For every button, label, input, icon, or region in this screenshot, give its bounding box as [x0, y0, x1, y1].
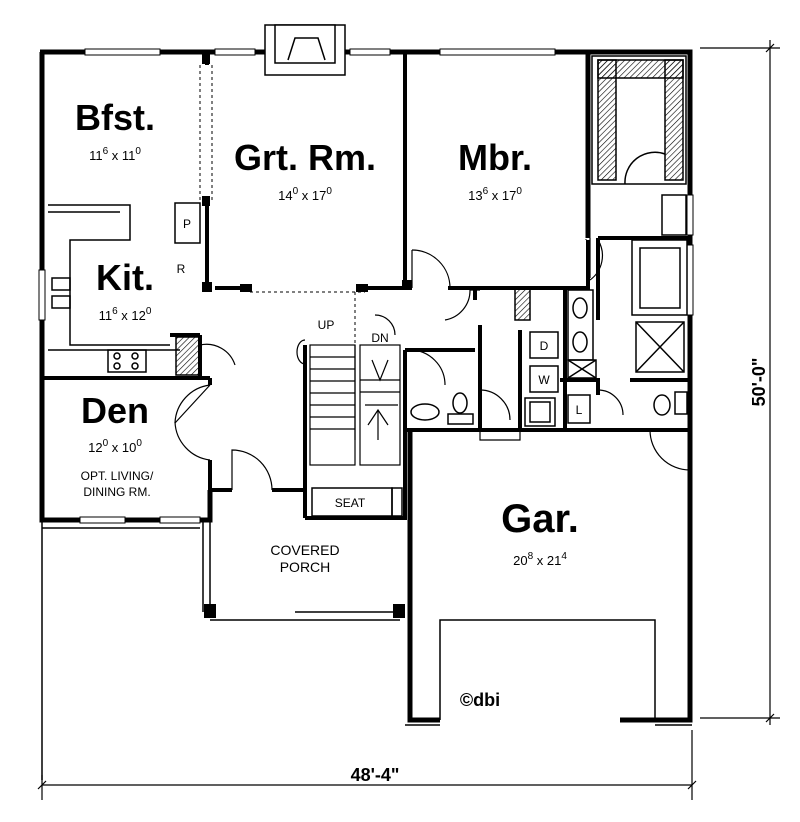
stair-down-label: DN	[371, 331, 388, 345]
door-swings	[174, 238, 691, 491]
pantry-label: P	[183, 217, 191, 231]
misc-labels: COVERED PORCH SEAT UP DN P R D W L ©dbi …	[177, 217, 769, 785]
den-note-line1: OPT. LIVING/	[81, 469, 154, 483]
copyright-label: ©dbi	[460, 690, 500, 710]
room-dim-kit: 116 x 120	[99, 306, 152, 323]
porch-label-line1: COVERED	[270, 542, 339, 558]
windows	[38, 48, 694, 524]
porch-label-line2: PORCH	[280, 559, 331, 575]
room-dim-den: 120 x 100	[88, 438, 142, 455]
room-dim-gar: 208 x 214	[513, 551, 567, 568]
room-dim-mbr: 136 x 170	[468, 186, 522, 203]
master-closet	[591, 55, 687, 236]
dryer-label: D	[540, 339, 549, 353]
room-name-bfst: Bfst.	[75, 97, 155, 138]
linen-label: L	[576, 403, 583, 417]
interior-walls	[42, 52, 690, 520]
overall-depth-label: 50'-0"	[749, 358, 769, 407]
room-name-kit: Kit.	[96, 257, 154, 298]
dashed-openings	[199, 65, 587, 345]
stair-up-label: UP	[318, 318, 335, 332]
garage-door	[405, 619, 692, 726]
seat-bench	[311, 487, 403, 517]
overall-width-label: 48'-4"	[351, 765, 400, 785]
staircase	[296, 339, 401, 466]
den-note-line2: DINING RM.	[83, 485, 150, 499]
kitchen-counters	[48, 202, 201, 376]
fireplace	[264, 24, 346, 76]
room-name-grt: Grt. Rm.	[234, 137, 376, 178]
room-name-gar: Gar.	[501, 497, 579, 541]
washer-label: W	[538, 373, 550, 387]
bath-fixtures	[410, 239, 688, 427]
seat-label: SEAT	[335, 496, 366, 510]
room-name-den: Den	[81, 390, 149, 431]
dimension-lines	[37, 40, 780, 800]
room-dim-grt: 140 x 170	[278, 186, 332, 203]
laundry	[529, 331, 591, 424]
room-labels: Bfst. 116 x 110 Grt. Rm. 140 x 170 Mbr. …	[75, 97, 579, 568]
fridge-label: R	[177, 262, 186, 276]
room-dim-bfst: 116 x 110	[89, 146, 141, 163]
porch-outline	[41, 520, 400, 780]
wall-piers	[202, 52, 412, 618]
room-name-mbr: Mbr.	[458, 137, 532, 178]
